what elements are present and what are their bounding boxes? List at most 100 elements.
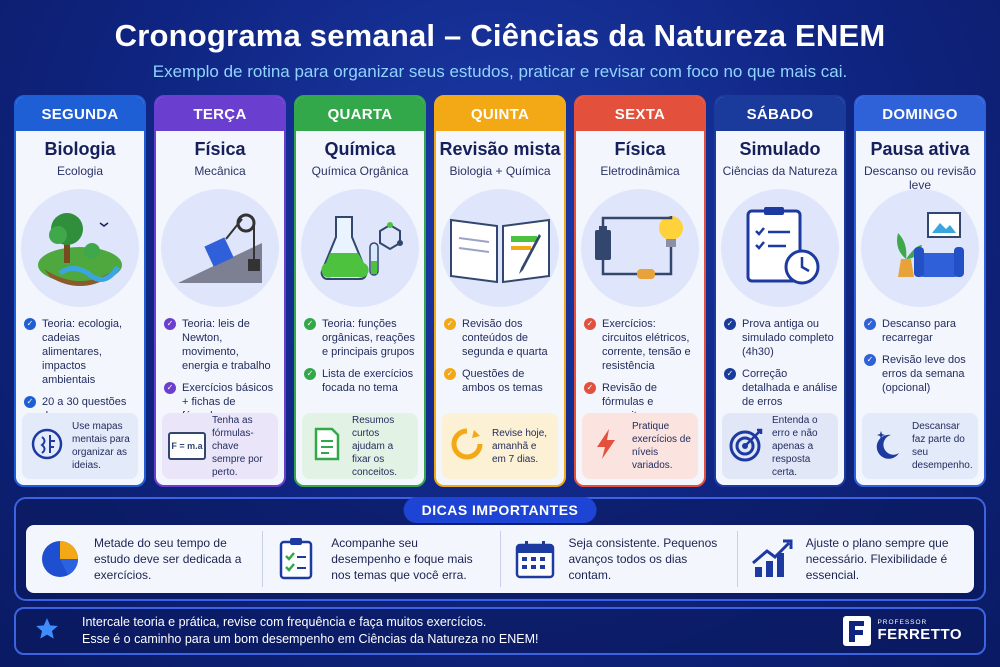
tips-list: Metade do seu tempo de estudo deve ser d… [26, 525, 974, 593]
pie-chart-icon [36, 535, 84, 583]
check-icon: ✓ [864, 318, 876, 330]
day-illustration [301, 189, 419, 307]
day-topic: Ciências da Natureza [722, 164, 838, 178]
check-icon: ✓ [584, 318, 596, 330]
day-bullets: ✓ Teoria: funções orgânicas, reações e p… [304, 317, 418, 403]
day-card-0: SEGUNDA Biologia Ecologia ✓ Teoria: ecol… [14, 95, 146, 487]
day-card-3: QUINTA Revisão mista Biologia + Química … [434, 95, 566, 487]
tip-item-text: Seja consistente. Pequenos avanços todos… [568, 536, 718, 582]
day-bullet: ✓ Correção detalhada e análise de erros [724, 367, 838, 409]
day-subject: Simulado [739, 139, 821, 159]
day-tip: Entenda o erro e não apenas a resposta c… [722, 413, 838, 479]
day-subject: Física [194, 139, 246, 159]
formula-icon: F = m.a [168, 432, 206, 460]
day-card-6: DOMINGO Pausa ativa Descanso ou revisão … [854, 95, 986, 487]
day-bullets: ✓ Revisão dos conteúdos de segunda e qua… [444, 317, 558, 403]
tips-panel: DICAS IMPORTANTES Metade do seu tempo de… [14, 497, 986, 601]
check-icon: ✓ [304, 368, 316, 380]
day-subject: Biologia [44, 139, 116, 159]
cycle-icon [450, 427, 484, 466]
calendar-icon [511, 535, 559, 583]
day-subject: Pausa ativa [870, 139, 970, 159]
day-header: QUARTA [296, 97, 424, 131]
day-tip-text: Pratique exercícios de níveis variados. [632, 421, 691, 471]
day-header: SEXTA [576, 97, 704, 131]
footer-message: Intercale teoria e prática, revise com f… [82, 614, 843, 648]
day-card-1: TERÇA Física Mecânica ✓ Teoria: leis de … [154, 95, 286, 487]
day-bullets: ✓ Descanso para recarregar ✓ Revisão lev… [864, 317, 978, 403]
day-card-5: SÁBADO Simulado Ciências da Natureza ✓ P… [714, 95, 846, 487]
day-illustration [861, 189, 979, 307]
day-tip: Resumos curtos ajudam a fixar os conceit… [302, 413, 418, 479]
check-icon: ✓ [584, 382, 596, 394]
day-tip-text: Use mapas mentais para organizar as idei… [72, 421, 130, 471]
day-header: TERÇA [156, 97, 284, 131]
brand-name: FERRETTO [877, 626, 962, 643]
check-icon: ✓ [164, 318, 176, 330]
check-icon: ✓ [24, 318, 36, 330]
page-title: Cronograma semanal – Ciências da Naturez… [114, 18, 886, 53]
day-topic: Biologia + Química [449, 164, 551, 178]
check-icon: ✓ [164, 382, 176, 394]
day-illustration [581, 189, 699, 307]
tip-item-text: Acompanhe seu desempenho e foque mais no… [331, 536, 473, 582]
day-topic: Ecologia [56, 164, 104, 178]
brand-logo: PROFESSOR FERRETTO [843, 616, 962, 646]
check-icon: ✓ [304, 318, 316, 330]
tip-item-text: Metade do seu tempo de estudo deve ser d… [94, 536, 242, 582]
day-card-2: QUARTA Química Química Orgânica ✓ Teoria… [294, 95, 426, 487]
check-icon: ✓ [724, 318, 736, 330]
day-tip-text: Descansar faz parte do seu desempenho. [912, 421, 973, 471]
day-illustration [721, 189, 839, 307]
page-subtitle: Exemplo de rotina para organizar seus es… [152, 62, 848, 81]
brain-icon [30, 427, 64, 466]
day-illustration [21, 189, 139, 307]
day-bullets: ✓ Teoria: ecologia, cadeias alimentares,… [24, 317, 138, 445]
day-bullet: ✓ Questões de ambos os temas [444, 367, 558, 395]
brand-small-text: PROFESSOR [877, 619, 928, 626]
day-header: SÁBADO [716, 97, 844, 131]
tip-item: Seja consistente. Pequenos avanços todos… [501, 531, 738, 587]
checklist-icon [273, 535, 321, 583]
day-tip: Pratique exercícios de níveis variados. [582, 413, 698, 479]
weekly-schedule: SEGUNDA Biologia Ecologia ✓ Teoria: ecol… [14, 95, 986, 487]
day-header: SEGUNDA [16, 97, 144, 131]
day-bullet: ✓ Revisão dos conteúdos de segunda e qua… [444, 317, 558, 359]
day-tip: Revise hoje, amanhã e em 7 dias. [442, 413, 558, 479]
brand-mark-icon [843, 616, 872, 646]
day-card-4: SEXTA Física Eletrodinâmica ✓ Exercícios… [574, 95, 706, 487]
day-topic: Eletrodinâmica [600, 164, 680, 178]
tip-item-text: Ajuste o plano sempre que necessário. Fl… [805, 536, 949, 582]
moon-icon [871, 427, 903, 466]
day-bullet: ✓ Revisão leve dos erros da semana (opci… [864, 353, 978, 395]
target-icon [729, 426, 765, 467]
day-tip-text: Resumos curtos ajudam a fixar os conceit… [352, 414, 398, 478]
day-tip: Descansar faz parte do seu desempenho. [862, 413, 978, 479]
day-topic: Mecânica [194, 164, 246, 178]
star-icon [34, 616, 74, 647]
day-tip: F = m.a Tenha as fórmulas-chave sempre p… [162, 413, 278, 479]
check-icon: ✓ [24, 396, 36, 408]
day-tip-text: Tenha as fórmulas-chave sempre por perto… [212, 414, 263, 478]
day-subject: Física [614, 139, 666, 159]
document-icon [312, 427, 342, 466]
day-bullet: ✓ Exercícios: circuitos elétricos, corre… [584, 317, 698, 373]
day-tip-text: Revise hoje, amanhã e em 7 dias. [492, 427, 548, 465]
day-subject: Química [324, 139, 396, 159]
day-tip: Use mapas mentais para organizar as idei… [22, 413, 138, 479]
day-topic: Descanso ou revisão leve [863, 164, 977, 192]
growth-chart-icon [748, 535, 796, 583]
day-header: QUINTA [436, 97, 564, 131]
day-topic: Química Orgânica [311, 164, 409, 178]
day-tip-text: Entenda o erro e não apenas a resposta c… [772, 414, 818, 478]
check-icon: ✓ [864, 354, 876, 366]
day-bullet: ✓ Lista de exercícios focada no tema [304, 367, 418, 395]
check-icon: ✓ [444, 318, 456, 330]
tip-item: Metade do seu tempo de estudo deve ser d… [26, 531, 264, 587]
footer-line-2: Esse é o caminho para um bom desempenho … [82, 632, 539, 646]
day-bullet: ✓ Teoria: leis de Newton, movimento, ene… [164, 317, 278, 373]
footer-banner: Intercale teoria e prática, revise com f… [14, 607, 986, 655]
day-header: DOMINGO [856, 97, 984, 131]
tip-item: Ajuste o plano sempre que necessário. Fl… [738, 531, 974, 587]
day-bullet: ✓ Descanso para recarregar [864, 317, 978, 345]
